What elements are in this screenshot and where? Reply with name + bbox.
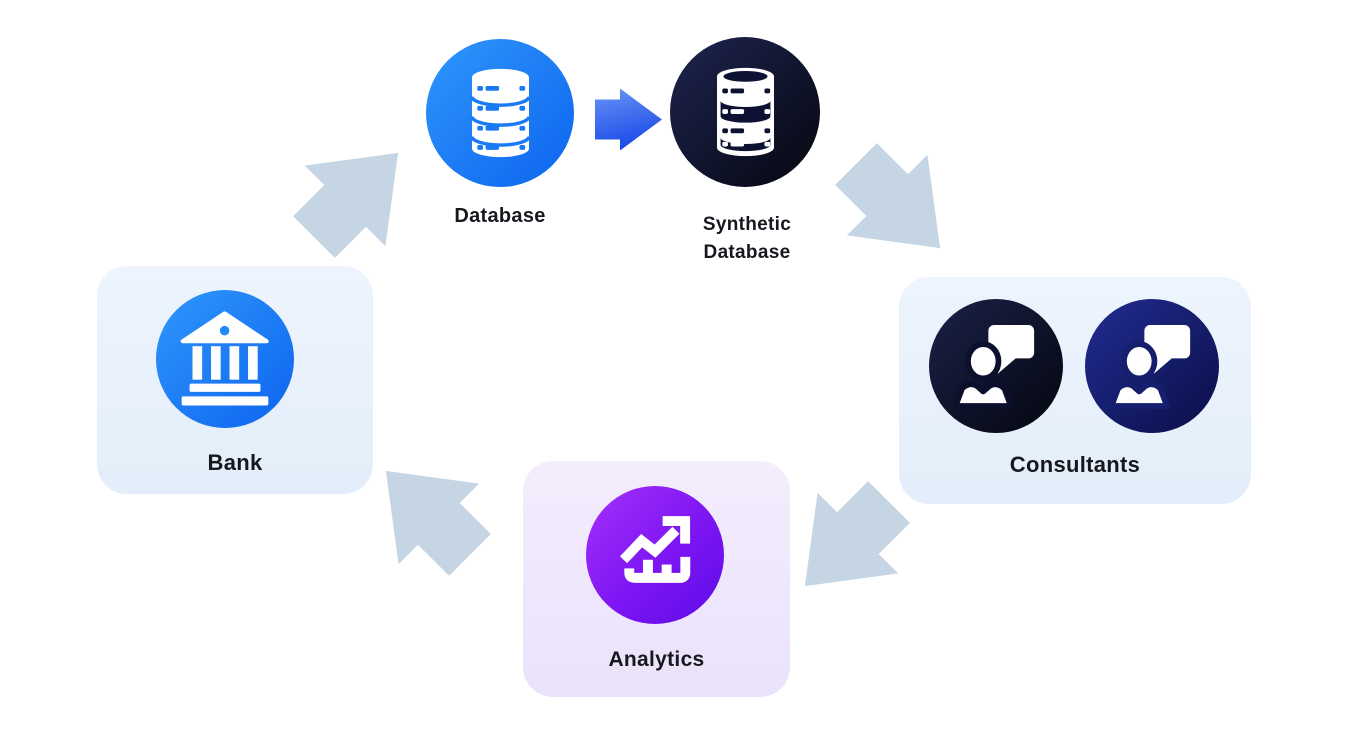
flow-arrow-consultants-to-analytics — [804, 481, 910, 587]
synthetic-database-icon — [716, 67, 774, 157]
database-label: Database — [454, 205, 546, 227]
database-node — [426, 39, 574, 187]
synthetic-database-label-line2: Database — [703, 242, 791, 263]
database-icon — [469, 68, 531, 158]
synthetic-database-label-line1: Synthetic — [702, 214, 792, 235]
consultant-chat-icon — [952, 325, 1035, 409]
analytics-node — [586, 486, 724, 624]
bank-icon — [180, 311, 269, 406]
flow-arrow-database-to-synthetic — [595, 88, 662, 151]
synthetic-database-node — [670, 37, 820, 187]
flow-arrow-analytics-to-bank — [385, 470, 491, 576]
consultant-1-node — [929, 299, 1063, 433]
bank-label: Bank — [207, 450, 263, 475]
consultants-label: Consultants — [1009, 452, 1141, 477]
consultant-chat-icon — [1108, 325, 1191, 409]
consultant-2-node — [1085, 299, 1219, 433]
flow-arrow-bank-to-database — [293, 152, 399, 258]
synthetic-database-label: Synthetic Database — [647, 211, 847, 267]
flow-arrow-synthetic-to-consultants — [835, 143, 941, 249]
analytics-label: Analytics — [608, 648, 705, 671]
analytics-chart-icon — [619, 516, 691, 583]
bank-node — [156, 290, 294, 428]
